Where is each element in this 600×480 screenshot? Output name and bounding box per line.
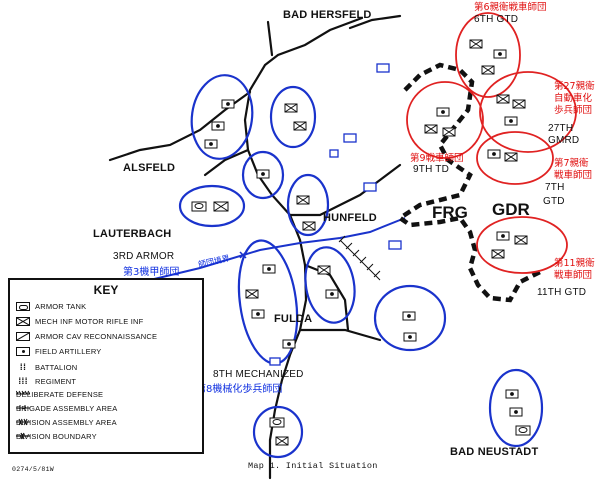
- nato-unit-symbols: [191, 99, 531, 446]
- artillery-symbol-icon: [16, 347, 30, 356]
- key-row-division-boundary: DIVISION BOUNDARY: [16, 432, 97, 441]
- unit-label-7gtd-2: GTD: [543, 196, 565, 207]
- town-lauterbach: LAUTERBACH: [93, 228, 172, 240]
- map-caption: Map 1. Initial Situation: [248, 461, 378, 471]
- unit-box: [363, 182, 377, 192]
- jp-label-7gtd-1: 第7親衛: [554, 158, 589, 169]
- pact-area-9td-north: [406, 81, 484, 159]
- road-north-south: [243, 16, 364, 480]
- road-hersfeld-east: [348, 14, 402, 30]
- jp-label-9td: 第9戦車師団: [410, 153, 464, 164]
- road-hunfeld-east: [288, 163, 402, 217]
- jp-label-11gtd-1: 第11親衛: [554, 258, 595, 269]
- unit-label-7gtd-1: 7TH: [545, 182, 565, 193]
- key-row-battalion: ⁞⁞ BATTALION: [16, 362, 77, 372]
- unit-box: [343, 133, 357, 143]
- key-label: ARMOR CAV RECONNAISSANCE: [35, 332, 158, 341]
- unit-label-6gtd: 6TH GTD: [474, 14, 519, 25]
- terrain-hatching: [338, 235, 381, 281]
- mech-inf-symbol-icon: [16, 317, 30, 326]
- pact-area-27gmrd: [479, 71, 577, 153]
- brigade-area-icon: [16, 405, 30, 411]
- cavalry-symbol-icon: [16, 332, 30, 341]
- pact-area-6gtd: [455, 12, 521, 98]
- town-hunfeld: HUNFELD: [323, 212, 377, 224]
- key-label: ARMOR TANK: [35, 302, 87, 311]
- key-row-armor: ARMOR TANK: [16, 302, 86, 311]
- country-frg: FRG: [432, 203, 468, 222]
- key-title: KEY: [93, 283, 119, 297]
- key-row-cav: ARMOR CAV RECONNAISSANCE: [16, 332, 157, 341]
- battalion-icon: ⁞⁞: [19, 362, 27, 372]
- jp-label-6gtd: 第6親衛戦車師団: [474, 2, 547, 13]
- town-bad-hersfeld: BAD HERSFELD: [283, 9, 372, 21]
- jp-label-11gtd-2: 戦車師団: [554, 270, 593, 281]
- nato-area-alsfeld-north: [190, 74, 254, 160]
- pact-unit-symbols: [424, 39, 528, 259]
- key-row-defense: DELIBERATE DEFENSE: [16, 390, 103, 399]
- unit-box: [329, 149, 339, 158]
- deliberate-defense-icon: [16, 390, 30, 395]
- pact-area-11gtd: [476, 216, 568, 274]
- nato-area-hunfeld: [286, 173, 330, 237]
- jp-label-27gmrd-2: 自動車化: [554, 93, 593, 104]
- unit-label-9td: 9TH TD: [413, 164, 450, 175]
- map-key: KEY ARMOR TANK MECH INF MOTOR RIFLE INF …: [8, 278, 204, 454]
- division-area-icon: [16, 418, 30, 426]
- key-label: REGIMENT: [35, 376, 77, 386]
- jp-label-3rd-armor: 第3機甲師団: [123, 267, 180, 278]
- town-alsfeld: ALSFELD: [123, 162, 176, 174]
- unit-label-27gmrd-2: GMRD: [548, 135, 580, 146]
- town-fulda: FULDA: [274, 313, 313, 325]
- key-row-regiment: ⁞⁞⁞ REGIMENT: [16, 376, 76, 386]
- jp-label-8th-mech: 第8機械化歩兵師団: [196, 384, 283, 395]
- jp-label-27gmrd-1: 第27親衛: [554, 81, 595, 92]
- jp-label-7gtd-2: 戦車師団: [554, 170, 593, 181]
- country-gdr: GDR: [492, 200, 530, 219]
- inner-german-border: [395, 62, 542, 303]
- road-hersfeld-west: [266, 20, 274, 57]
- key-label: FIELD ARTILLERY: [35, 347, 102, 356]
- regiment-icon: ⁞⁞⁞: [18, 376, 28, 386]
- nato-area-neustadt: [488, 368, 544, 448]
- map-code: 0274/5/81W: [12, 466, 55, 473]
- jp-label-27gmrd-3: 歩兵師団: [554, 105, 593, 116]
- key-label: BRIGADE ASSEMBLY AREA: [16, 404, 118, 413]
- nato-area-south: [252, 405, 304, 459]
- nato-area-lauterbach: [178, 184, 246, 228]
- nato-area-fulda-east: [304, 246, 356, 324]
- pact-area-7gtd: [476, 131, 554, 185]
- armor-symbol-icon: [16, 302, 30, 311]
- nato-areas: [178, 74, 544, 459]
- unit-box: [388, 240, 402, 250]
- unit-box: [376, 63, 390, 73]
- key-row-division-area: DIVISION ASSEMBLY AREA: [16, 418, 117, 427]
- unit-label-3rd-armor: 3RD ARMOR: [113, 251, 175, 262]
- nato-area-center: [241, 150, 285, 200]
- nato-area-north-center: [269, 85, 317, 149]
- unit-label-8th-mech: 8TH MECHANIZED: [213, 369, 304, 380]
- key-label: DIVISION ASSEMBLY AREA: [16, 418, 117, 427]
- key-label: MECH INF MOTOR RIFLE INF: [35, 317, 144, 326]
- standalone-units: [269, 63, 402, 366]
- key-row-mech-inf: MECH INF MOTOR RIFLE INF: [16, 317, 143, 326]
- town-bad-neustadt: BAD NEUSTADT: [450, 446, 539, 458]
- key-row-brigade-area: BRIGADE ASSEMBLY AREA: [16, 404, 117, 413]
- pact-areas: [406, 12, 577, 274]
- key-label: DIVISION BOUNDARY: [16, 432, 97, 441]
- road-fulda-southeast: [298, 328, 382, 342]
- key-label: DELIBERATE DEFENSE: [16, 390, 104, 399]
- unit-label-27gmrd-1: 27TH: [548, 123, 574, 134]
- nato-area-southeast: [373, 284, 447, 352]
- division-boundary-icon: [16, 432, 30, 440]
- unit-label-11gtd: 11TH GTD: [537, 287, 587, 298]
- key-label: BATTALION: [35, 362, 78, 372]
- unit-box: [269, 357, 281, 366]
- road-mid-west: [203, 148, 250, 177]
- key-row-artillery: FIELD ARTILLERY: [16, 347, 102, 356]
